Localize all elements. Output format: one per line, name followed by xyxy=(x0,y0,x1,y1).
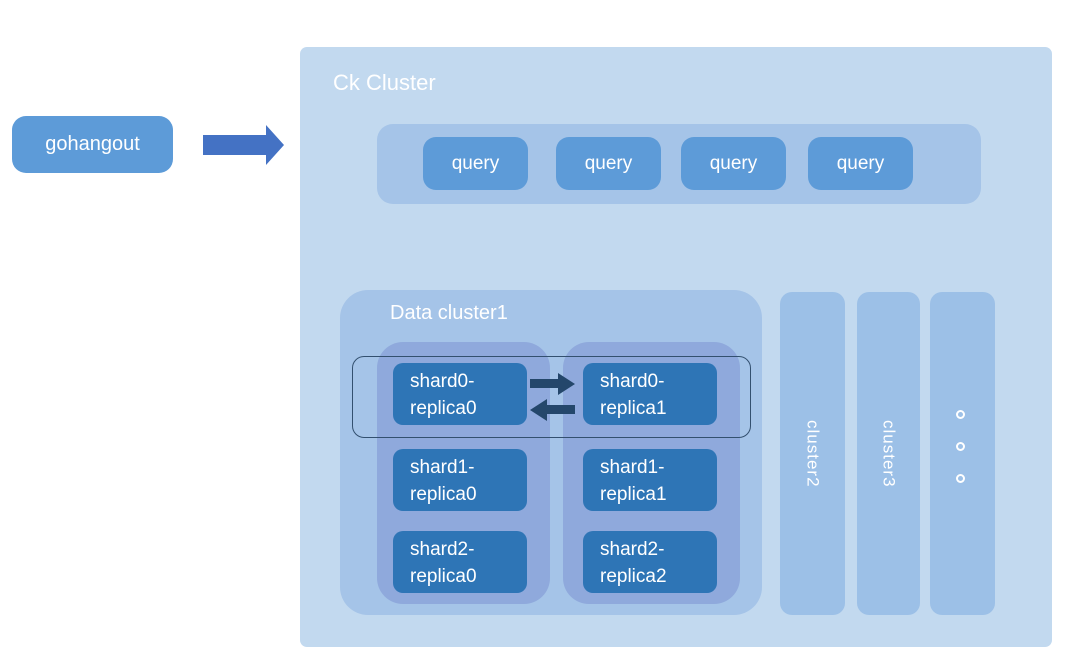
replication-arrows-icon xyxy=(530,373,575,421)
shard-label-line2: replica0 xyxy=(410,566,477,587)
ck-cluster-container: Ck Cluster query query query query Data … xyxy=(300,47,1052,647)
gohangout-node: gohangout xyxy=(12,116,173,173)
shard-label-line1: shard2- xyxy=(600,539,665,560)
shard-node-shard1-replica0: shard1- replica0 xyxy=(393,449,527,511)
ellipsis-dot-icon xyxy=(955,410,965,419)
cluster3-label: cluster3 xyxy=(879,419,899,488)
shard-label-line2: replica1 xyxy=(600,484,667,505)
shard-label-line1: shard0- xyxy=(410,371,475,392)
data-cluster1-container: Data cluster1 shard0- replica0 shard1- r… xyxy=(340,290,762,615)
flow-arrow-icon xyxy=(203,125,284,165)
gohangout-label: gohangout xyxy=(45,133,140,155)
data-cluster1-title: Data cluster1 xyxy=(390,302,508,324)
shard-node-shard0-replica1: shard0- replica1 xyxy=(583,363,717,425)
ellipsis-dot-icon xyxy=(955,474,965,483)
shard-label-line2: replica0 xyxy=(410,398,477,419)
shard-label-line1: shard1- xyxy=(410,457,475,478)
replica-column-1: shard0- replica1 shard1- replica1 shard2… xyxy=(563,342,740,604)
shard-node-shard2-replica2: shard2- replica2 xyxy=(583,531,717,593)
query-layer-panel: query query query query xyxy=(377,124,981,204)
ellipsis-dots-icon xyxy=(944,410,976,483)
shard-label-line2: replica2 xyxy=(600,566,667,587)
shard-label-line1: shard1- xyxy=(600,457,665,478)
cluster2-bar: cluster2 xyxy=(780,292,845,615)
replica-column-0: shard0- replica0 shard1- replica0 shard2… xyxy=(377,342,550,604)
shard-label-line1: shard0- xyxy=(600,371,665,392)
cluster2-label: cluster2 xyxy=(803,419,823,488)
cluster3-bar: cluster3 xyxy=(857,292,920,615)
ellipsis-dot-icon xyxy=(955,442,965,451)
query-node: query xyxy=(556,137,661,190)
shard-node-shard0-replica0: shard0- replica0 xyxy=(393,363,527,425)
shard-label-line2: replica0 xyxy=(410,484,477,505)
query-node: query xyxy=(808,137,913,190)
query-node: query xyxy=(423,137,528,190)
query-node: query xyxy=(681,137,786,190)
more-clusters-bar xyxy=(930,292,995,615)
shard-label-line1: shard2- xyxy=(410,539,475,560)
shard-node-shard2-replica0: shard2- replica0 xyxy=(393,531,527,593)
shard-label-line2: replica1 xyxy=(600,398,667,419)
ck-cluster-title: Ck Cluster xyxy=(333,70,436,95)
shard-node-shard1-replica1: shard1- replica1 xyxy=(583,449,717,511)
